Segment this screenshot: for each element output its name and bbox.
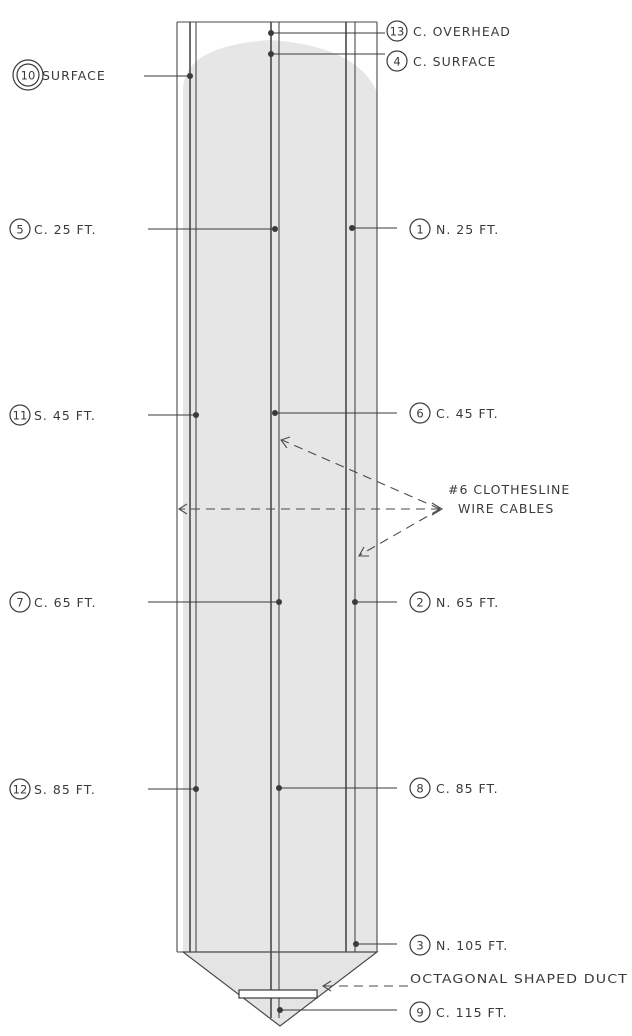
sensor-number: 1 — [416, 223, 423, 237]
sensor-label: N. 65 FT. — [436, 595, 499, 610]
cables-label-line1: #6 CLOTHESLINE — [448, 482, 570, 497]
duct-annotation: OCTAGONAL SHAPED DUCT — [410, 971, 628, 986]
dot-3 — [353, 941, 359, 947]
sensor-4: 4 C. SURFACE — [386, 50, 496, 72]
sensor-number: 12 — [13, 783, 28, 797]
sensor-7: 7 C. 65 FT. — [9, 591, 97, 613]
sensor-3: 3 N. 105 FT. — [409, 934, 508, 956]
sensor-number: 6 — [416, 407, 423, 421]
sensor-number: 10 — [21, 69, 36, 83]
dot-9 — [277, 1007, 283, 1013]
dot-10 — [187, 73, 193, 79]
sensor-number: 4 — [393, 55, 400, 69]
dot-6 — [272, 410, 278, 416]
sensor-label: C. 115 FT. — [436, 1005, 508, 1020]
duct-label: OCTAGONAL SHAPED DUCT — [410, 971, 628, 986]
sensor-number: 5 — [16, 223, 23, 237]
sensor-label: SURFACE — [42, 68, 106, 83]
octagonal-duct — [238, 989, 318, 999]
sensor-number: 7 — [16, 596, 23, 610]
cables-label-line2: WIRE CABLES — [458, 501, 554, 516]
sensor-2: 2 N. 65 FT. — [409, 591, 499, 613]
sensor-label: S. 85 FT. — [34, 782, 96, 797]
sensor-5: 5 C. 25 FT. — [9, 218, 97, 240]
duct-pointer — [321, 980, 408, 992]
sensor-13: 13 C. OVERHEAD — [386, 20, 511, 42]
dot-12 — [193, 786, 199, 792]
sensor-label: N. 105 FT. — [436, 938, 508, 953]
dot-11 — [193, 412, 199, 418]
sensor-label: C. 45 FT. — [436, 406, 499, 421]
dot-8 — [276, 785, 282, 791]
sensor-number: 2 — [416, 596, 423, 610]
sensor-number: 11 — [13, 409, 28, 423]
sensor-11: 11 S. 45 FT. — [9, 404, 96, 426]
sensor-12: 12 S. 85 FT. — [9, 778, 96, 800]
sensor-label: C. 85 FT. — [436, 781, 499, 796]
dot-1 — [349, 225, 355, 231]
dot-5 — [272, 226, 278, 232]
sensor-number: 3 — [416, 939, 423, 953]
dot-13 — [268, 30, 274, 36]
sensor-10: 10 SURFACE — [12, 59, 106, 91]
tank-funnel — [181, 951, 379, 1027]
sensor-9: 9 C. 115 FT. — [409, 1001, 508, 1023]
sensor-label: S. 45 FT. — [34, 408, 96, 423]
sensor-label: C. OVERHEAD — [413, 24, 511, 39]
dot-2 — [352, 599, 358, 605]
sensor-label: N. 25 FT. — [436, 222, 499, 237]
dot-7 — [276, 599, 282, 605]
sensor-number: 13 — [390, 25, 405, 39]
sensor-6: 6 C. 45 FT. — [409, 402, 499, 424]
sensor-8: 8 C. 85 FT. — [409, 777, 499, 799]
cable-pointers — [177, 436, 444, 557]
sensor-1: 1 N. 25 FT. — [409, 218, 499, 240]
sensor-label: C. 25 FT. — [34, 222, 97, 237]
dot-4 — [268, 51, 274, 57]
tank-body — [183, 40, 377, 952]
cables-annotation: #6 CLOTHESLINE WIRE CABLES — [448, 482, 570, 516]
sensor-number: 8 — [416, 782, 423, 796]
sensor-label: C. 65 FT. — [34, 595, 97, 610]
sensor-number: 9 — [416, 1006, 423, 1020]
sensor-label: C. SURFACE — [413, 54, 496, 69]
